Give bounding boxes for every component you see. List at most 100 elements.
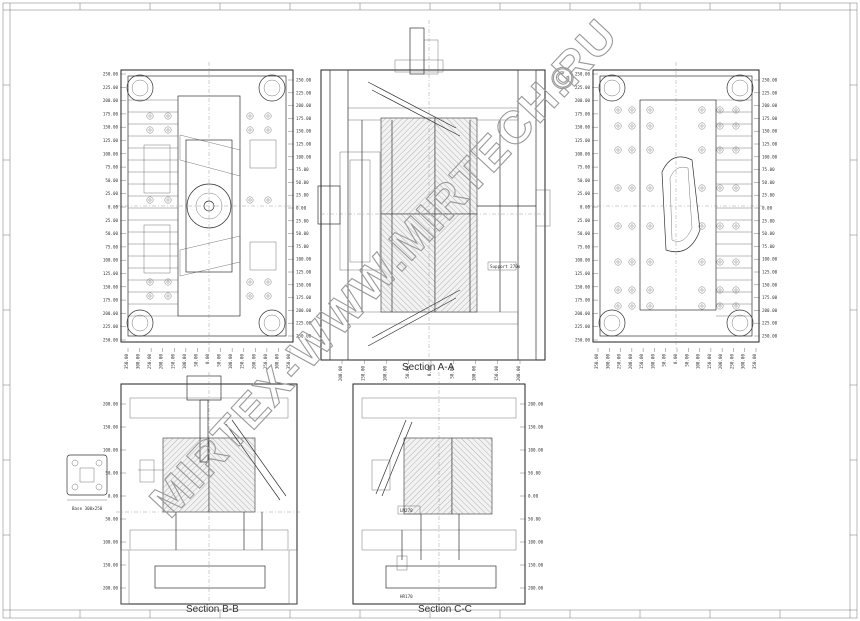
dim-label: 150.00 — [296, 129, 312, 134]
dim-label: 50.00 — [684, 354, 689, 367]
dim-label: 150.00 — [103, 125, 119, 130]
dim-label: 250.00 — [575, 338, 591, 343]
dim-label: 250.00 — [103, 338, 119, 343]
dim-label: 150.00 — [528, 425, 544, 430]
bolt-hole — [646, 302, 654, 310]
dim-label: 125.00 — [575, 138, 591, 143]
bolt-hole — [628, 184, 636, 192]
dim-label: 125.00 — [296, 270, 312, 275]
dim-label: 150.00 — [103, 425, 119, 430]
dim-label: 100.00 — [528, 540, 544, 545]
dim-label: 100.00 — [472, 366, 477, 382]
dim-label: 200.00 — [528, 586, 544, 591]
bolt-hole — [716, 146, 724, 154]
section-b-b-view: 200.00150.00100.0050.000.0050.00100.0015… — [103, 372, 302, 615]
bolt-hole — [246, 126, 254, 134]
dim-label: 75.00 — [296, 167, 309, 172]
dim-label: 200.00 — [103, 586, 119, 591]
bolt-hole — [628, 122, 636, 130]
dim-label: 50.00 — [662, 354, 667, 367]
dim-label: 100.00 — [182, 354, 187, 370]
dim-label: 225.00 — [762, 321, 778, 326]
section-a-a-rods — [361, 120, 501, 312]
bolt-hole — [698, 302, 706, 310]
bolt-hole — [646, 258, 654, 266]
right-plan-dims-left: 250.00225.00200.00175.00150.00125.00100.… — [575, 72, 598, 343]
frame-ticks — [3, 3, 857, 618]
section-c-c-view: LM270 HR170 200.00150.00100.0050.000.005… — [352, 372, 544, 615]
dim-label: 75.00 — [296, 244, 309, 249]
bolt-hole — [698, 258, 706, 266]
dim-label: 200.00 — [516, 366, 521, 382]
dim-label: 175.00 — [762, 295, 778, 300]
dim-label: 300.00 — [741, 354, 746, 370]
dim-label: 75.00 — [762, 244, 775, 249]
dim-label: 25.00 — [296, 193, 309, 198]
dim-label: 225.00 — [103, 85, 119, 90]
bolt-hole — [264, 278, 272, 286]
cc-tag: LM270 — [400, 508, 413, 513]
dim-label: 100.00 — [762, 257, 778, 262]
dim-label: 25.00 — [577, 218, 590, 223]
dim-label: 25.00 — [105, 191, 118, 196]
dim-label: 50.00 — [105, 517, 118, 522]
right-plan-view: 250.00225.00200.00175.00150.00125.00100.… — [575, 62, 778, 369]
bolt-hole — [628, 146, 636, 154]
dim-label: 250.00 — [147, 354, 152, 370]
dim-label: 300.00 — [274, 354, 279, 370]
section-b-b-rods — [175, 512, 263, 550]
dim-label: 150.00 — [528, 563, 544, 568]
bolt-hole — [716, 302, 724, 310]
bolt-hole — [646, 106, 654, 114]
dim-label: 100.00 — [575, 151, 591, 156]
dim-label: 175.00 — [296, 116, 312, 121]
dim-label: 25.00 — [762, 193, 775, 198]
bolt-hole — [716, 286, 724, 294]
bolt-hole — [614, 122, 622, 130]
dim-label: 50.00 — [217, 354, 222, 367]
dim-label: 0.00 — [427, 366, 432, 377]
bolt-hole — [614, 184, 622, 192]
bolt-hole — [628, 222, 636, 230]
dim-label: 100.00 — [103, 448, 119, 453]
dim-label: 225.00 — [575, 85, 591, 90]
left-plan-bolts — [146, 112, 272, 300]
dim-label: 200.00 — [338, 366, 343, 382]
bolt-hole — [264, 196, 272, 204]
bolt-hole — [646, 286, 654, 294]
dim-label: 100.00 — [296, 154, 312, 159]
bolt-hole — [246, 292, 254, 300]
dim-label: 50.00 — [105, 231, 118, 236]
dim-label: 225.00 — [296, 90, 312, 95]
dim-label: 250.00 — [296, 78, 312, 83]
dim-label: 225.00 — [103, 324, 119, 329]
dim-label: 0.00 — [205, 354, 210, 365]
dim-label: 250.00 — [729, 354, 734, 370]
dim-label: 25.00 — [577, 191, 590, 196]
dim-label: 200.00 — [296, 308, 312, 313]
bolt-hole — [716, 222, 724, 230]
bolt-hole — [164, 126, 172, 134]
dim-label: 100.00 — [762, 154, 778, 159]
bolt-hole — [628, 286, 636, 294]
dim-label: 25.00 — [105, 218, 118, 223]
bolt-hole — [264, 112, 272, 120]
bolt-hole — [646, 184, 654, 192]
dim-label: 150.00 — [170, 354, 175, 370]
bolt-hole — [246, 196, 254, 204]
dim-label: 225.00 — [575, 324, 591, 329]
dim-label: 25.00 — [296, 218, 309, 223]
dim-label: 150.00 — [639, 354, 644, 370]
bolt-hole — [146, 112, 154, 120]
bolt-hole — [614, 258, 622, 266]
dim-label: 150.00 — [240, 354, 245, 370]
dim-label: 100.00 — [650, 354, 655, 370]
dim-label: 50.00 — [762, 180, 775, 185]
dim-label: 200.00 — [296, 103, 312, 108]
bolt-hole — [164, 196, 172, 204]
